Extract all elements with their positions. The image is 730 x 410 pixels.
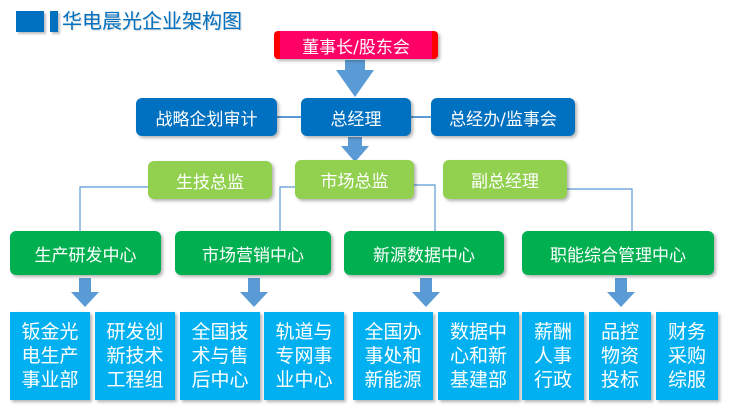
dept-line: 业中心 [275,369,333,391]
node-dept-finance: 财务 采购 综服 [656,312,718,400]
dept-line: 投标 [600,369,639,391]
dept-line: 钣金光 [21,321,79,343]
dept-line: 工程组 [106,369,164,391]
node-data-center: 新源数据中心 [344,231,504,275]
node-dept-quality-procurement: 品控 物资 投标 [589,312,651,400]
dept-line: 采购 [667,345,706,367]
node-market-director: 市场总监 [295,160,414,199]
dept-line: 财务 [667,321,706,343]
dept-line: 全国技 [191,321,249,343]
arrow-marketing-down [240,278,268,307]
node-dept-rd-innovation: 研发创 新技术 工程组 [95,312,175,400]
connector-market-director-data [414,184,436,237]
connector-tech-director-production [20,186,148,233]
node-deputy-gm: 副总经理 [443,160,567,199]
arrow-gm-to-directors [341,137,369,162]
dept-line: 基建部 [449,369,507,391]
dept-line: 专网事 [275,345,333,367]
dept-line: 轨道与 [275,321,333,343]
dept-line: 人事 [533,345,572,367]
dept-line: 品控 [600,321,639,343]
node-admin-center: 职能综合管理中心 [522,231,714,275]
node-dept-data-infrastructure: 数据中 心和新 基建部 [438,312,519,400]
dept-line: 全国办 [364,321,422,343]
dept-line: 新技术 [106,345,164,367]
page-title: 华电晨光企业架构图 [62,9,242,33]
connector-deputy-gm-admin [567,188,633,237]
node-dept-rail-network: 轨道与 专网事 业中心 [264,312,344,400]
node-dept-offices-new-energy: 全国办 事处和 新能源 [353,312,433,400]
dept-line: 数据中 [449,321,507,343]
node-marketing-center: 市场营销中心 [175,231,331,275]
dept-line: 事业部 [21,369,79,391]
dept-line: 后中心 [191,369,249,391]
dept-line: 研发创 [106,321,164,343]
dept-line: 薪酬 [533,321,572,343]
dept-line: 综服 [667,369,706,391]
node-dept-sheetmetal: 钣金光 电生产 事业部 [10,312,90,400]
dept-line: 电生产 [21,345,79,367]
dept-line: 行政 [533,369,572,391]
dept-line: 新能源 [364,369,422,391]
dept-line: 术与售 [191,345,249,367]
dept-line: 事处和 [364,345,422,367]
arrow-admin-down [607,278,635,307]
node-tech-director: 生技总监 [148,161,272,199]
node-dept-hr-admin: 薪酬 人事 行政 [522,312,584,400]
arrow-production-down [71,278,99,307]
title-decoration-square [16,11,44,32]
dept-line: 心和新 [449,345,507,367]
title-decoration-bar [50,11,58,32]
dept-line: 物资 [600,345,639,367]
node-board: 董事长/股东会 [274,31,438,59]
node-general-manager: 总经理 [301,98,411,136]
node-gm-office-supervisory: 总经办/监事会 [431,98,575,136]
node-strategy-audit: 战略企划审计 [136,98,277,136]
node-production-rd-center: 生产研发中心 [10,231,161,275]
arrow-board-to-gm [336,60,374,97]
node-dept-tech-service: 全国技 术与售 后中心 [180,312,260,400]
arrow-data-down [412,278,440,307]
